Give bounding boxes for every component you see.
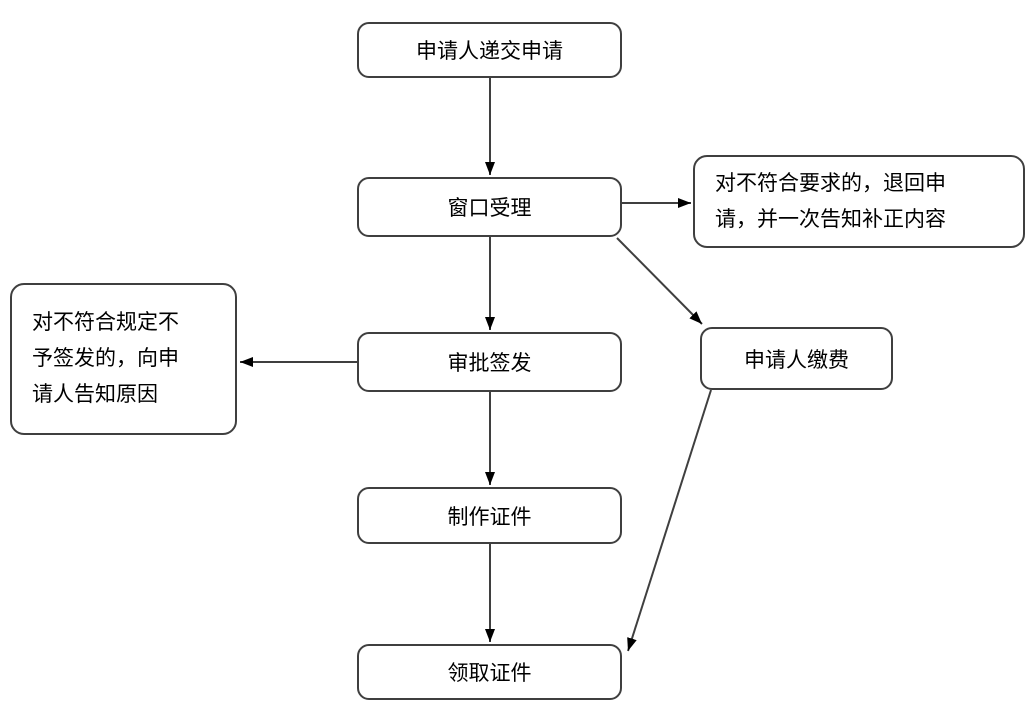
node-approval-issuance: 审批签发 xyxy=(357,332,622,392)
node-applicant-payment: 申请人缴费 xyxy=(700,327,893,390)
node-produce-certificate: 制作证件 xyxy=(357,487,622,544)
node-return-application-notice: 对不符合要求的，退回申 请，并一次告知补正内容 xyxy=(693,155,1025,248)
edge-pay-to-collect xyxy=(627,389,712,652)
edge-accept-to-pay xyxy=(616,237,703,325)
node-window-acceptance: 窗口受理 xyxy=(357,177,622,237)
node-denial-reason-notice: 对不符合规定不 予签发的，向申 请人告知原因 xyxy=(10,283,237,435)
node-collect-certificate: 领取证件 xyxy=(357,644,622,700)
node-submit-application: 申请人递交申请 xyxy=(357,22,622,78)
